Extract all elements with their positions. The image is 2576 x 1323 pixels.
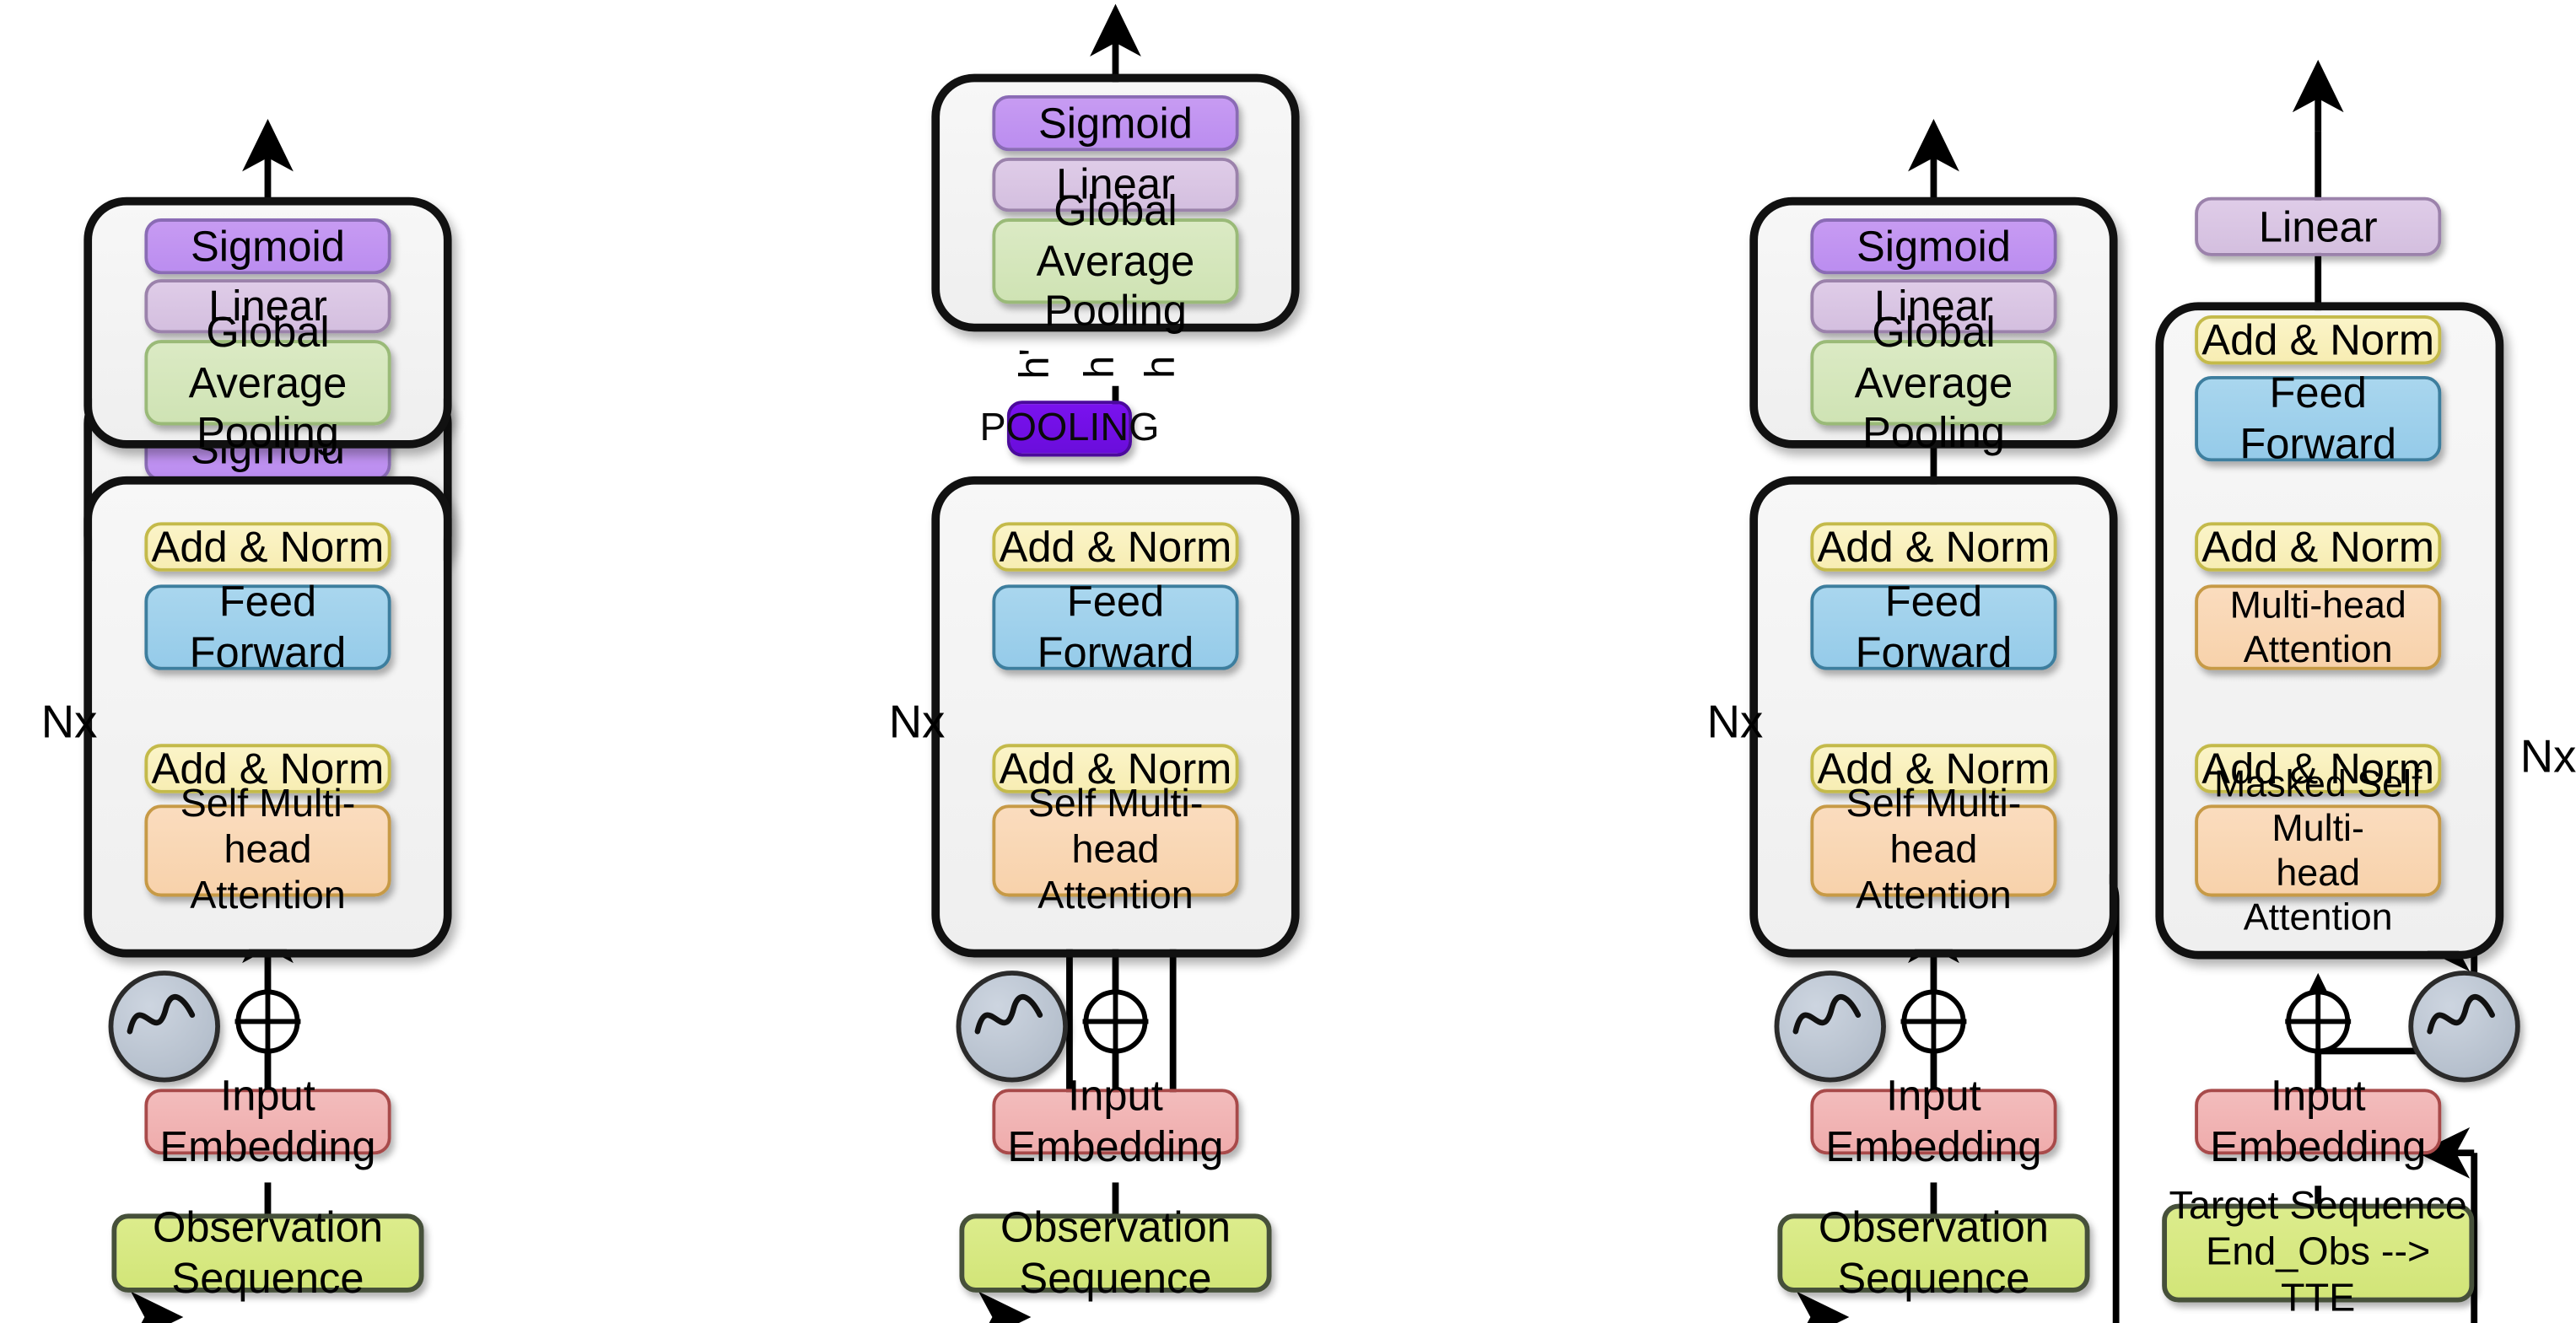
node-observation-sequence-p1[interactable]: Observation Sequence xyxy=(111,1202,424,1303)
node-observation-sequence-p3e[interactable]: Observation Sequence xyxy=(1777,1202,2090,1303)
positional-add-operator-p2 xyxy=(1082,988,1149,1055)
node-global-average-pooling-p2[interactable]: Global Average Pooling xyxy=(992,186,1239,336)
node-add-norm-3-p3d[interactable]: Add & Norm xyxy=(2195,315,2442,365)
node-feed-forward-p1[interactable]: Feed Forward xyxy=(144,577,391,676)
node-target-sequence-p3d[interactable]: Target Sequence End_Obs --> TTE xyxy=(2162,1183,2475,1320)
nx-label-p3e: Nx xyxy=(1706,696,1764,748)
positional-encoding-icon-p3d xyxy=(2408,971,2520,1083)
positional-encoding-icon-p2 xyxy=(956,971,1069,1083)
nx-label-p2: Nx xyxy=(888,696,946,748)
node-add-norm-1-p2[interactable]: Add & Norm xyxy=(992,744,1239,793)
node-input-embedding-p1[interactable]: Input Embedding xyxy=(144,1072,391,1171)
positional-encoding-icon-p3e xyxy=(1774,971,1886,1083)
node-add-norm-1-p3d[interactable]: Add & Norm xyxy=(2195,744,2442,793)
node-global-average-pooling-p3e[interactable]: Global Average Pooling xyxy=(1810,307,2057,457)
node-sigmoid-p3e[interactable]: Sigmoid xyxy=(1810,218,2057,275)
node-add-norm-1-p1[interactable]: Add & Norm xyxy=(144,744,391,793)
positional-add-operator-p3d xyxy=(2285,988,2352,1055)
positional-add-operator-p3e xyxy=(1900,988,1967,1055)
node-self-multihead-attention-p2[interactable]: Self Multi-head Attention xyxy=(992,781,1239,918)
hidden-state-label-h-1-p2: h xyxy=(1076,355,1124,379)
node-feed-forward-p3e[interactable]: Feed Forward xyxy=(1810,577,2057,676)
node-cross-multihead-attention-p3d[interactable]: Multi-head Attention xyxy=(2195,583,2442,670)
node-add-norm-2-p3d[interactable]: Add & Norm xyxy=(2195,522,2442,572)
node-self-multihead-attention-p1[interactable]: Self Multi-head Attention xyxy=(144,781,391,918)
node-sigmoid-box-p1[interactable]: Sigmoid xyxy=(144,218,391,275)
node-input-embedding-p3e[interactable]: Input Embedding xyxy=(1810,1072,2057,1171)
nx-label-p3d: Nx xyxy=(2519,730,2576,783)
node-masked-self-multihead-attention-p3d[interactable]: Masked Self Multi- head Attention xyxy=(2195,761,2442,938)
hidden-state-label-h-2-p2: h xyxy=(1137,355,1184,379)
node-input-embedding-p3d[interactable]: Input Embedding xyxy=(2195,1072,2442,1171)
hidden-state-label-h-prime-p2: h' xyxy=(1011,348,1059,379)
node-self-multihead-attention-p3e[interactable]: Self Multi-head Attention xyxy=(1810,781,2057,918)
node-linear-box-p1[interactable]: Linear xyxy=(144,279,391,334)
node-input-embedding-p2[interactable]: Input Embedding xyxy=(992,1072,1239,1171)
node-pooling-p2[interactable]: POOLING xyxy=(979,401,1159,457)
node-add-norm-1-p3e[interactable]: Add & Norm xyxy=(1810,744,2057,793)
node-feed-forward-p3d[interactable]: Feed Forward xyxy=(2195,368,2442,468)
node-linear-p3d[interactable]: Linear xyxy=(2195,196,2442,256)
nx-label-p1: Nx xyxy=(40,696,98,748)
node-observation-sequence-p2[interactable]: Observation Sequence xyxy=(959,1202,1272,1303)
node-add-norm-2-p1[interactable]: Add & Norm xyxy=(144,522,391,572)
node-sigmoid-p2[interactable]: Sigmoid xyxy=(992,94,1239,152)
node-add-norm-2-p3e[interactable]: Add & Norm xyxy=(1810,522,2057,572)
node-feed-forward-p2[interactable]: Feed Forward xyxy=(992,577,1239,676)
node-global-average-pooling-p1[interactable]: Global Average Pooling xyxy=(144,307,391,457)
positional-add-operator-p1 xyxy=(234,988,301,1055)
positional-encoding-icon-p1 xyxy=(108,971,220,1083)
node-linear-p2[interactable]: Linear xyxy=(992,157,1239,212)
node-add-norm-2-p2[interactable]: Add & Norm xyxy=(992,522,1239,572)
node-linear-p3e[interactable]: Linear xyxy=(1810,279,2057,334)
